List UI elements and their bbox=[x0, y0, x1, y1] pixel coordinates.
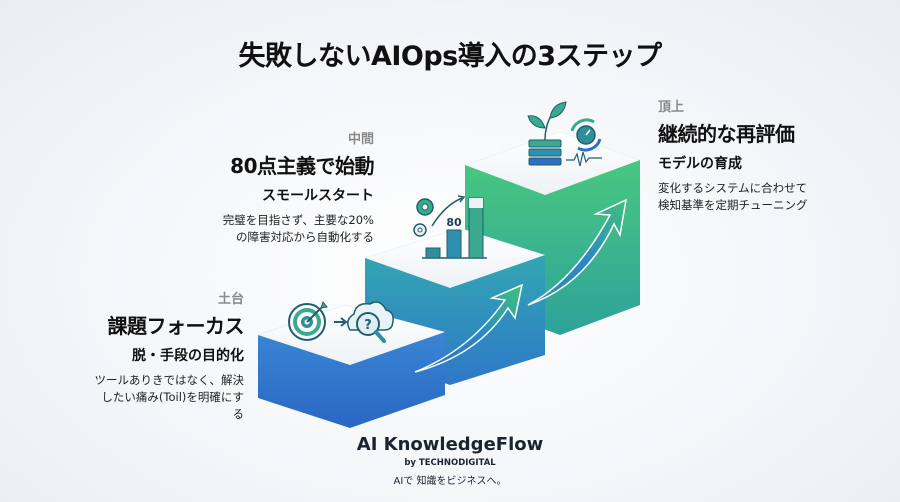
brand-name: AI KnowledgeFlow bbox=[356, 434, 544, 455]
step-stage: 中間 bbox=[347, 132, 374, 147]
description-line: 変化するシステムに合わせて bbox=[658, 181, 808, 195]
step-stage: 頂上 bbox=[658, 100, 685, 115]
gears-icon bbox=[413, 198, 434, 237]
step-subheading: モデルの育成 bbox=[658, 156, 742, 172]
arrow-up-icon bbox=[527, 198, 627, 306]
brand-byline: by TECHNODIGITAL bbox=[404, 458, 496, 468]
brand-tagline: AIで 知識をビジネスへ。 bbox=[393, 476, 507, 487]
step-2-label: 中間 80点主義で始動 スモールスタート 完璧を目指さず、主要な20% の障害対… bbox=[218, 128, 375, 246]
dial-refresh-icon bbox=[570, 118, 602, 152]
step-heading: 80点主義で始動 bbox=[230, 154, 374, 178]
step-description: 完璧を目指さず、主要な20% の障害対応から自動化する bbox=[218, 212, 374, 246]
step-stage: 土台 bbox=[217, 292, 244, 307]
page-title: 失敗しないAIOps導入の3ステップ bbox=[238, 41, 662, 72]
description-line: 検知基準を定期チューニング bbox=[658, 198, 808, 212]
plant-server-icon bbox=[527, 101, 567, 166]
step-subheading: スモールスタート bbox=[262, 188, 374, 204]
step-heading: 課題フォーカス bbox=[107, 314, 245, 338]
svg-text:80: 80 bbox=[446, 216, 462, 229]
description-line: したい痛み(Toil)を明確にする bbox=[101, 390, 244, 421]
arrow-right-icon bbox=[334, 317, 348, 327]
description-line: ツールありきではなく、解決 bbox=[94, 373, 245, 387]
description-line: 完璧を目指さず、主要な20% bbox=[222, 213, 374, 227]
bar-chart-icon: 80 bbox=[422, 195, 487, 259]
step-1-label: 土台 課題フォーカス 脱・手段の目的化 ツールありきではなく、解決 したい痛み(… bbox=[92, 288, 245, 423]
step-subheading: 脱・手段の目的化 bbox=[132, 348, 244, 364]
waveform-icon bbox=[566, 151, 602, 167]
step-heading: 継続的な再評価 bbox=[658, 122, 795, 146]
svg-text:?: ? bbox=[364, 318, 372, 333]
arrow-up-icon bbox=[414, 283, 524, 373]
target-icon bbox=[288, 300, 328, 341]
step-3-label: 頂上 継続的な再評価 モデルの育成 変化するシステムに合わせて 検知基準を定期チ… bbox=[658, 96, 818, 214]
step-description: 変化するシステムに合わせて 検知基準を定期チューニング bbox=[658, 180, 818, 214]
description-line: の障害対応から自動化する bbox=[236, 230, 374, 244]
cloud-search-question-icon: ? bbox=[347, 301, 394, 343]
step-description: ツールありきではなく、解決 したい痛み(Toil)を明確にする bbox=[92, 372, 245, 423]
